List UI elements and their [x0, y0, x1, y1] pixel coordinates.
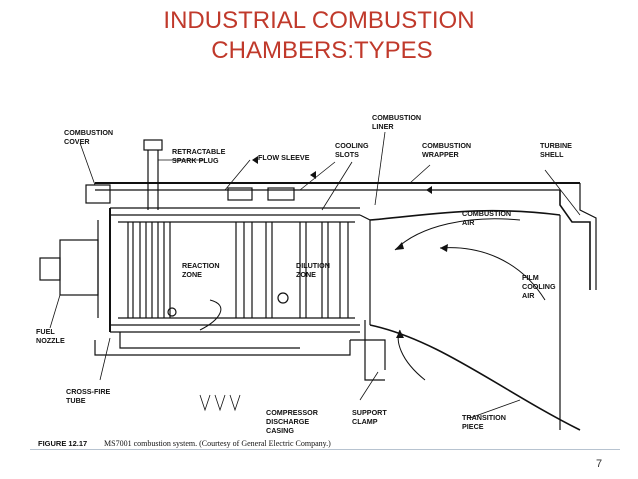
- label-cooling: COOLING: [335, 141, 369, 150]
- footer-divider: [30, 449, 620, 450]
- label-combustion-air-2: AIR: [462, 218, 475, 227]
- label-combustion-air: COMBUSTION: [462, 209, 511, 218]
- liner-ribs: [127, 222, 349, 318]
- diagram-drawing: [39, 139, 597, 431]
- label-piece: PIECE: [462, 422, 484, 431]
- label-wrapper: COMBUSTION: [422, 141, 471, 150]
- label-turbine: TURBINE: [540, 141, 572, 150]
- discharge-arrows: [199, 394, 241, 412]
- label-support: SUPPORT: [352, 408, 387, 417]
- label-clamp: CLAMP: [352, 417, 378, 426]
- label-reaction-zone: REACTION: [182, 261, 220, 270]
- label-cross-fire: CROSS-FIRE: [66, 387, 111, 396]
- label-dilution-zone-2: ZONE: [296, 270, 316, 279]
- slide-title: INDUSTRIAL COMBUSTION CHAMBERS:TYPES: [0, 6, 638, 66]
- label-film: FILM: [522, 273, 539, 282]
- label-compressor: COMPRESSOR: [266, 408, 319, 417]
- label-reaction-zone-2: ZONE: [182, 270, 202, 279]
- title-line-1: INDUSTRIAL COMBUSTION: [163, 7, 475, 34]
- label-casing: CASING: [266, 426, 294, 435]
- label-shell: SHELL: [540, 150, 564, 159]
- label-combustion-cover: COMBUSTION: [64, 128, 113, 137]
- figure-caption: MS7001 combustion system. (Courtesy of G…: [104, 439, 331, 448]
- figure-number: FIGURE 12.17: [38, 439, 87, 448]
- label-discharge: DISCHARGE: [266, 417, 309, 426]
- label-tube: TUBE: [66, 396, 86, 405]
- label-fuel: FUEL: [36, 327, 55, 336]
- page-number: 7: [596, 458, 603, 470]
- label-retractable: RETRACTABLE: [172, 147, 226, 156]
- label-flow-sleeve: FLOW SLEEVE: [258, 153, 310, 162]
- label-spark-plug: SPARK PLUG: [172, 156, 219, 165]
- label-dilution-zone: DILUTION: [296, 261, 330, 270]
- label-combustion-cover-2: COVER: [64, 137, 90, 146]
- label-transition: TRANSITION: [462, 413, 506, 422]
- arrowheads: [252, 156, 448, 338]
- label-wrapper-2: WRAPPER: [422, 150, 460, 159]
- label-liner-2: LINER: [372, 122, 394, 131]
- label-nozzle: NOZZLE: [36, 336, 65, 345]
- leader-lines: [49, 131, 581, 419]
- label-liner: COMBUSTION: [372, 113, 421, 122]
- label-film-cooling: COOLING: [522, 282, 556, 291]
- label-film-air: AIR: [522, 291, 535, 300]
- label-slots: SLOTS: [335, 150, 359, 159]
- title-line-2: CHAMBERS:TYPES: [211, 37, 433, 64]
